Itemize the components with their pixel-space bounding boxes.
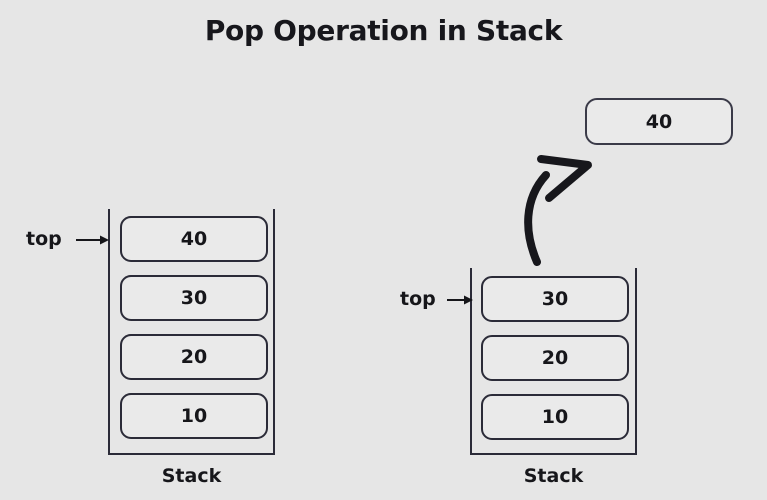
stack-before-cell-1[interactable]: 30 <box>120 275 268 321</box>
stack-after-cell-2[interactable]: 10 <box>481 394 629 440</box>
page-title: Pop Operation in Stack <box>204 14 563 47</box>
stack-before-top-label: top <box>26 228 62 250</box>
stack-after-cell-0[interactable]: 30 <box>481 276 629 322</box>
stack-after-top-arrow-icon <box>447 295 473 305</box>
stack-after-right-wall <box>635 268 637 455</box>
stack-after-bottom-wall <box>470 453 637 455</box>
stack-before-cell-0[interactable]: 40 <box>120 216 268 262</box>
stack-after-caption: Stack <box>523 465 584 487</box>
stack-after-left-wall <box>470 268 472 455</box>
stack-before-right-wall <box>273 209 275 455</box>
stack-before-left-wall <box>108 209 110 455</box>
stack-after-top-label: top <box>400 288 436 310</box>
stack-before-cell-2[interactable]: 20 <box>120 334 268 380</box>
stack-before-cell-3[interactable]: 10 <box>120 393 268 439</box>
stack-before-top-arrow-icon <box>76 235 109 245</box>
stack-before-caption: Stack <box>161 465 222 487</box>
stack-before-bottom-wall <box>108 453 275 455</box>
popped-element[interactable]: 40 <box>585 98 733 145</box>
stack-after-cell-1[interactable]: 20 <box>481 335 629 381</box>
